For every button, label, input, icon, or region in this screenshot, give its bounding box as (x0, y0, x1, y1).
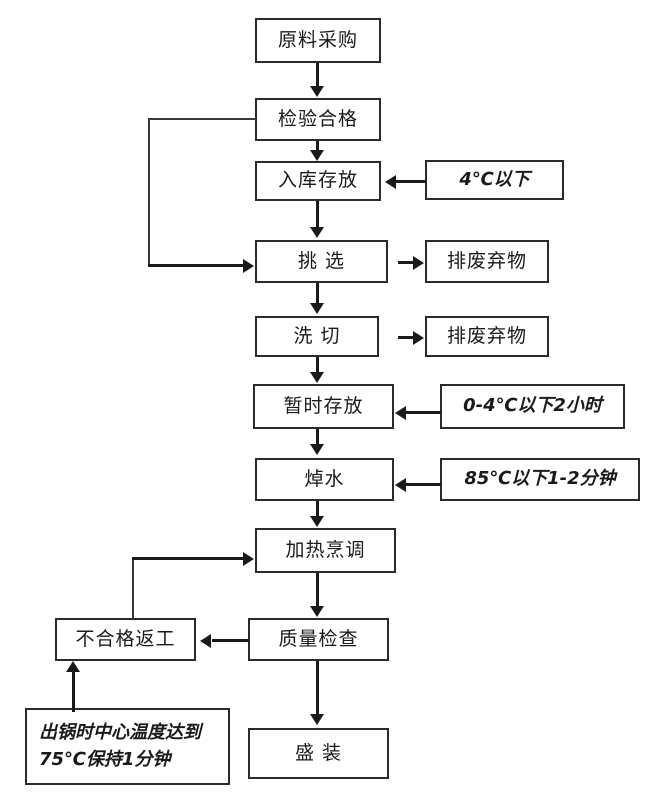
node-raw-material-purchase[interactable]: 原料采购 (255, 18, 381, 63)
edge-inspection-to-storage-arrow (310, 150, 324, 161)
node-temporary-storage[interactable]: 暂时存放 (253, 384, 394, 429)
edge-note4c-to-storage-line (396, 180, 426, 183)
node-blanching[interactable]: 焯水 (255, 458, 394, 501)
note-temperature-85c-1-2min[interactable]: 85℃以下1-2分钟 (440, 458, 640, 501)
edge-rework-to-cooking-vertical (132, 557, 134, 619)
edge-note4c-to-storage-arrow (385, 175, 396, 189)
edge-coretemp-to-rework-line (72, 672, 75, 712)
edge-storage-to-sorting-line (316, 201, 319, 228)
edge-rework-to-cooking-horizontal (132, 557, 244, 560)
edge-inspection-feedback-vertical (148, 118, 150, 266)
node-rework-nonconforming[interactable]: 不合格返工 (55, 618, 196, 661)
edge-sorting-to-washing-arrow (310, 303, 324, 314)
node-inspection-pass[interactable]: 检验合格 (255, 98, 381, 141)
edge-tempstorage-to-blanching-arrow (310, 444, 324, 455)
edge-blanching-to-cooking-arrow (310, 516, 324, 527)
edge-note04c-to-tempstorage-arrow (395, 406, 406, 420)
node-sorting[interactable]: 挑 选 (255, 240, 388, 283)
edge-quality-to-rework-arrow (200, 634, 211, 648)
edge-washing-to-waste-line (398, 336, 414, 339)
node-washing-cutting[interactable]: 洗 切 (255, 316, 379, 357)
edge-cooking-to-quality-line (316, 573, 319, 607)
node-plating[interactable]: 盛 装 (248, 728, 389, 779)
edge-inspection-to-storage-line (316, 141, 319, 151)
note-temperature-0-4c-2h[interactable]: 0-4℃以下2小时 (440, 384, 625, 429)
node-quality-check[interactable]: 质量检查 (248, 618, 389, 661)
edge-quality-to-plating-arrow (310, 714, 324, 725)
edge-storage-to-sorting-arrow (310, 227, 324, 238)
edge-sorting-to-waste-line (398, 261, 414, 264)
edge-coretemp-to-rework-arrow (66, 661, 80, 672)
edge-quality-to-plating-line (316, 661, 319, 715)
edge-washing-to-tempstorage-arrow (310, 372, 324, 383)
edge-washing-to-waste-arrow (413, 331, 424, 345)
edge-cooking-to-quality-arrow (310, 606, 324, 617)
edge-rework-to-cooking-arrow (243, 552, 254, 566)
edge-tempstorage-to-blanching-line (316, 429, 319, 446)
edge-washing-to-tempstorage-line (316, 357, 319, 374)
edge-quality-to-rework-line (212, 639, 249, 642)
edge-note04c-to-tempstorage-line (406, 411, 441, 414)
edge-inspection-feedback-arrow (243, 259, 254, 273)
node-waste-discard-1[interactable]: 排废弃物 (425, 240, 549, 283)
node-warehouse-storage[interactable]: 入库存放 (255, 161, 381, 201)
edge-note85c-to-blanching-arrow (395, 478, 406, 492)
edge-purchase-to-inspection-line (316, 63, 319, 87)
edge-inspection-feedback-top (148, 118, 256, 120)
edge-note85c-to-blanching-line (406, 483, 441, 486)
edge-purchase-to-inspection-arrow (310, 86, 324, 97)
edge-sorting-to-waste-arrow (413, 256, 424, 270)
note-core-temperature-75c[interactable]: 出锅时中心温度达到 75℃保持1分钟 (25, 708, 230, 785)
node-waste-discard-2[interactable]: 排废弃物 (425, 316, 549, 357)
edge-blanching-to-cooking-line (316, 501, 319, 517)
edge-inspection-feedback-bottom (148, 264, 244, 267)
node-heating-cooking[interactable]: 加热烹调 (255, 528, 396, 573)
note-temperature-4c[interactable]: 4℃以下 (425, 160, 564, 200)
edge-sorting-to-washing-line (316, 283, 319, 304)
